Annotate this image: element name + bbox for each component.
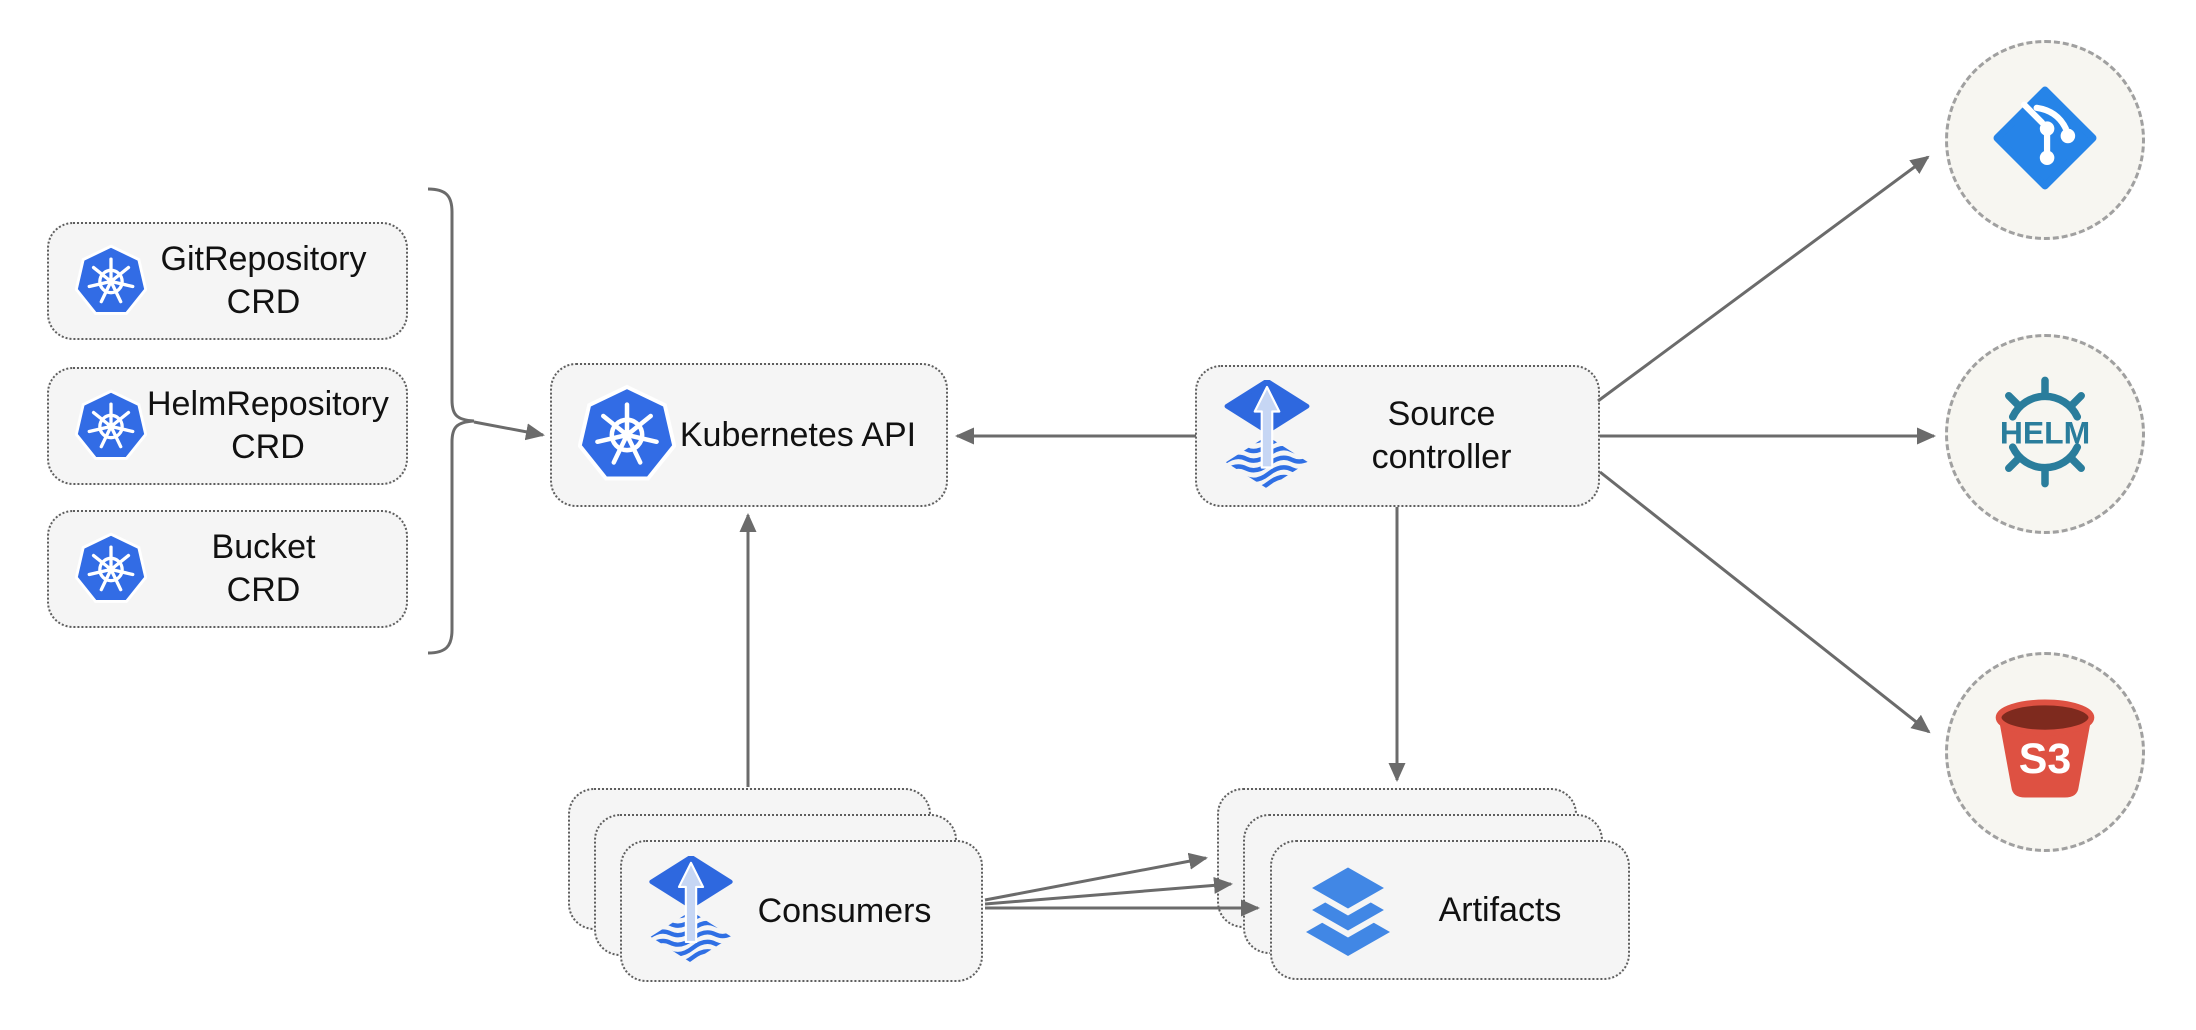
consumers-label: Consumers [757,891,932,930]
arrow-consumers-to-artifacts-back [984,852,1208,902]
flux-icon [1223,380,1311,492]
helm-icon: HELM [1984,371,2106,498]
consumers-node: Consumers [620,840,983,982]
artifacts-label: Artifacts [1438,890,1562,929]
arrow-crds-to-kubernetes-api [473,420,545,441]
git-icon [1993,86,2097,195]
s3-bucket-icon: S3 [1987,692,2103,813]
kubernetes-wheel-icon [75,389,147,464]
layers-icon [1298,862,1398,958]
s3-label: S3 [2019,735,2071,783]
git-source-circle [1945,40,2145,240]
flux-icon [648,856,734,966]
arrow-source-controller-to-s3 [1599,470,1931,734]
arrow-source-controller-to-git [1597,155,1930,403]
helm-label: HELM [2000,414,2090,450]
kubernetes-api-label: Kubernetes API [679,415,917,454]
helm-source-circle: HELM [1945,334,2145,534]
kubernetes-wheel-icon [75,532,147,607]
kubernetes-wheel-icon [75,244,147,319]
kubernetes-wheel-icon [578,384,676,486]
kubernetes-api-node: Kubernetes API [550,363,948,507]
s3-bucket-circle: S3 [1945,652,2145,852]
artifacts-node: Artifacts [1270,840,1630,980]
crd-group-bracket [427,187,475,655]
arrow-consumers-to-artifacts-middle [984,876,1233,906]
